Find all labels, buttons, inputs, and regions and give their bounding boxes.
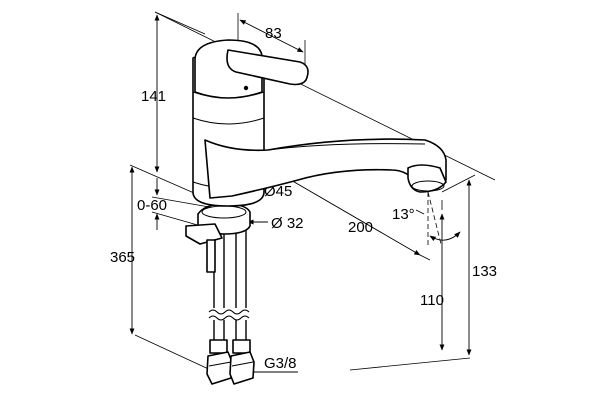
dim-deck-thickness-label: 0-60 xyxy=(137,197,167,214)
dim-deck-thickness: 0-60 xyxy=(137,178,167,230)
dim-spout-angle: 13° xyxy=(392,191,461,247)
hose-fittings xyxy=(206,339,255,385)
dim-spout-height: 133 xyxy=(466,179,497,356)
dim-hole-diameter-label: Ø 32 xyxy=(271,215,304,232)
dim-total-height: 365 xyxy=(110,166,135,335)
dim-hole-diameter: Ø 32 xyxy=(247,215,304,232)
lever-handle xyxy=(194,39,309,99)
dim-body-height-label: 141 xyxy=(141,88,166,105)
dim-body-height: 141 xyxy=(141,14,166,173)
dim-total-height-label: 365 xyxy=(110,249,135,266)
dim-lever-width-label: 83 xyxy=(265,25,282,42)
dim-reach-label: 200 xyxy=(348,219,373,236)
spout xyxy=(204,138,447,199)
dim-outlet-height: 110 xyxy=(420,200,445,351)
dim-spout-height-label: 133 xyxy=(472,263,497,280)
mounting-hardware xyxy=(185,203,251,273)
dim-thread-label: G3/8 xyxy=(264,355,297,372)
extension-lines xyxy=(129,11,496,373)
dim-spout-angle-label: 13° xyxy=(392,206,415,223)
dim-outlet-height-label: 110 xyxy=(420,292,444,309)
dim-lever-width: 83 xyxy=(237,13,306,72)
